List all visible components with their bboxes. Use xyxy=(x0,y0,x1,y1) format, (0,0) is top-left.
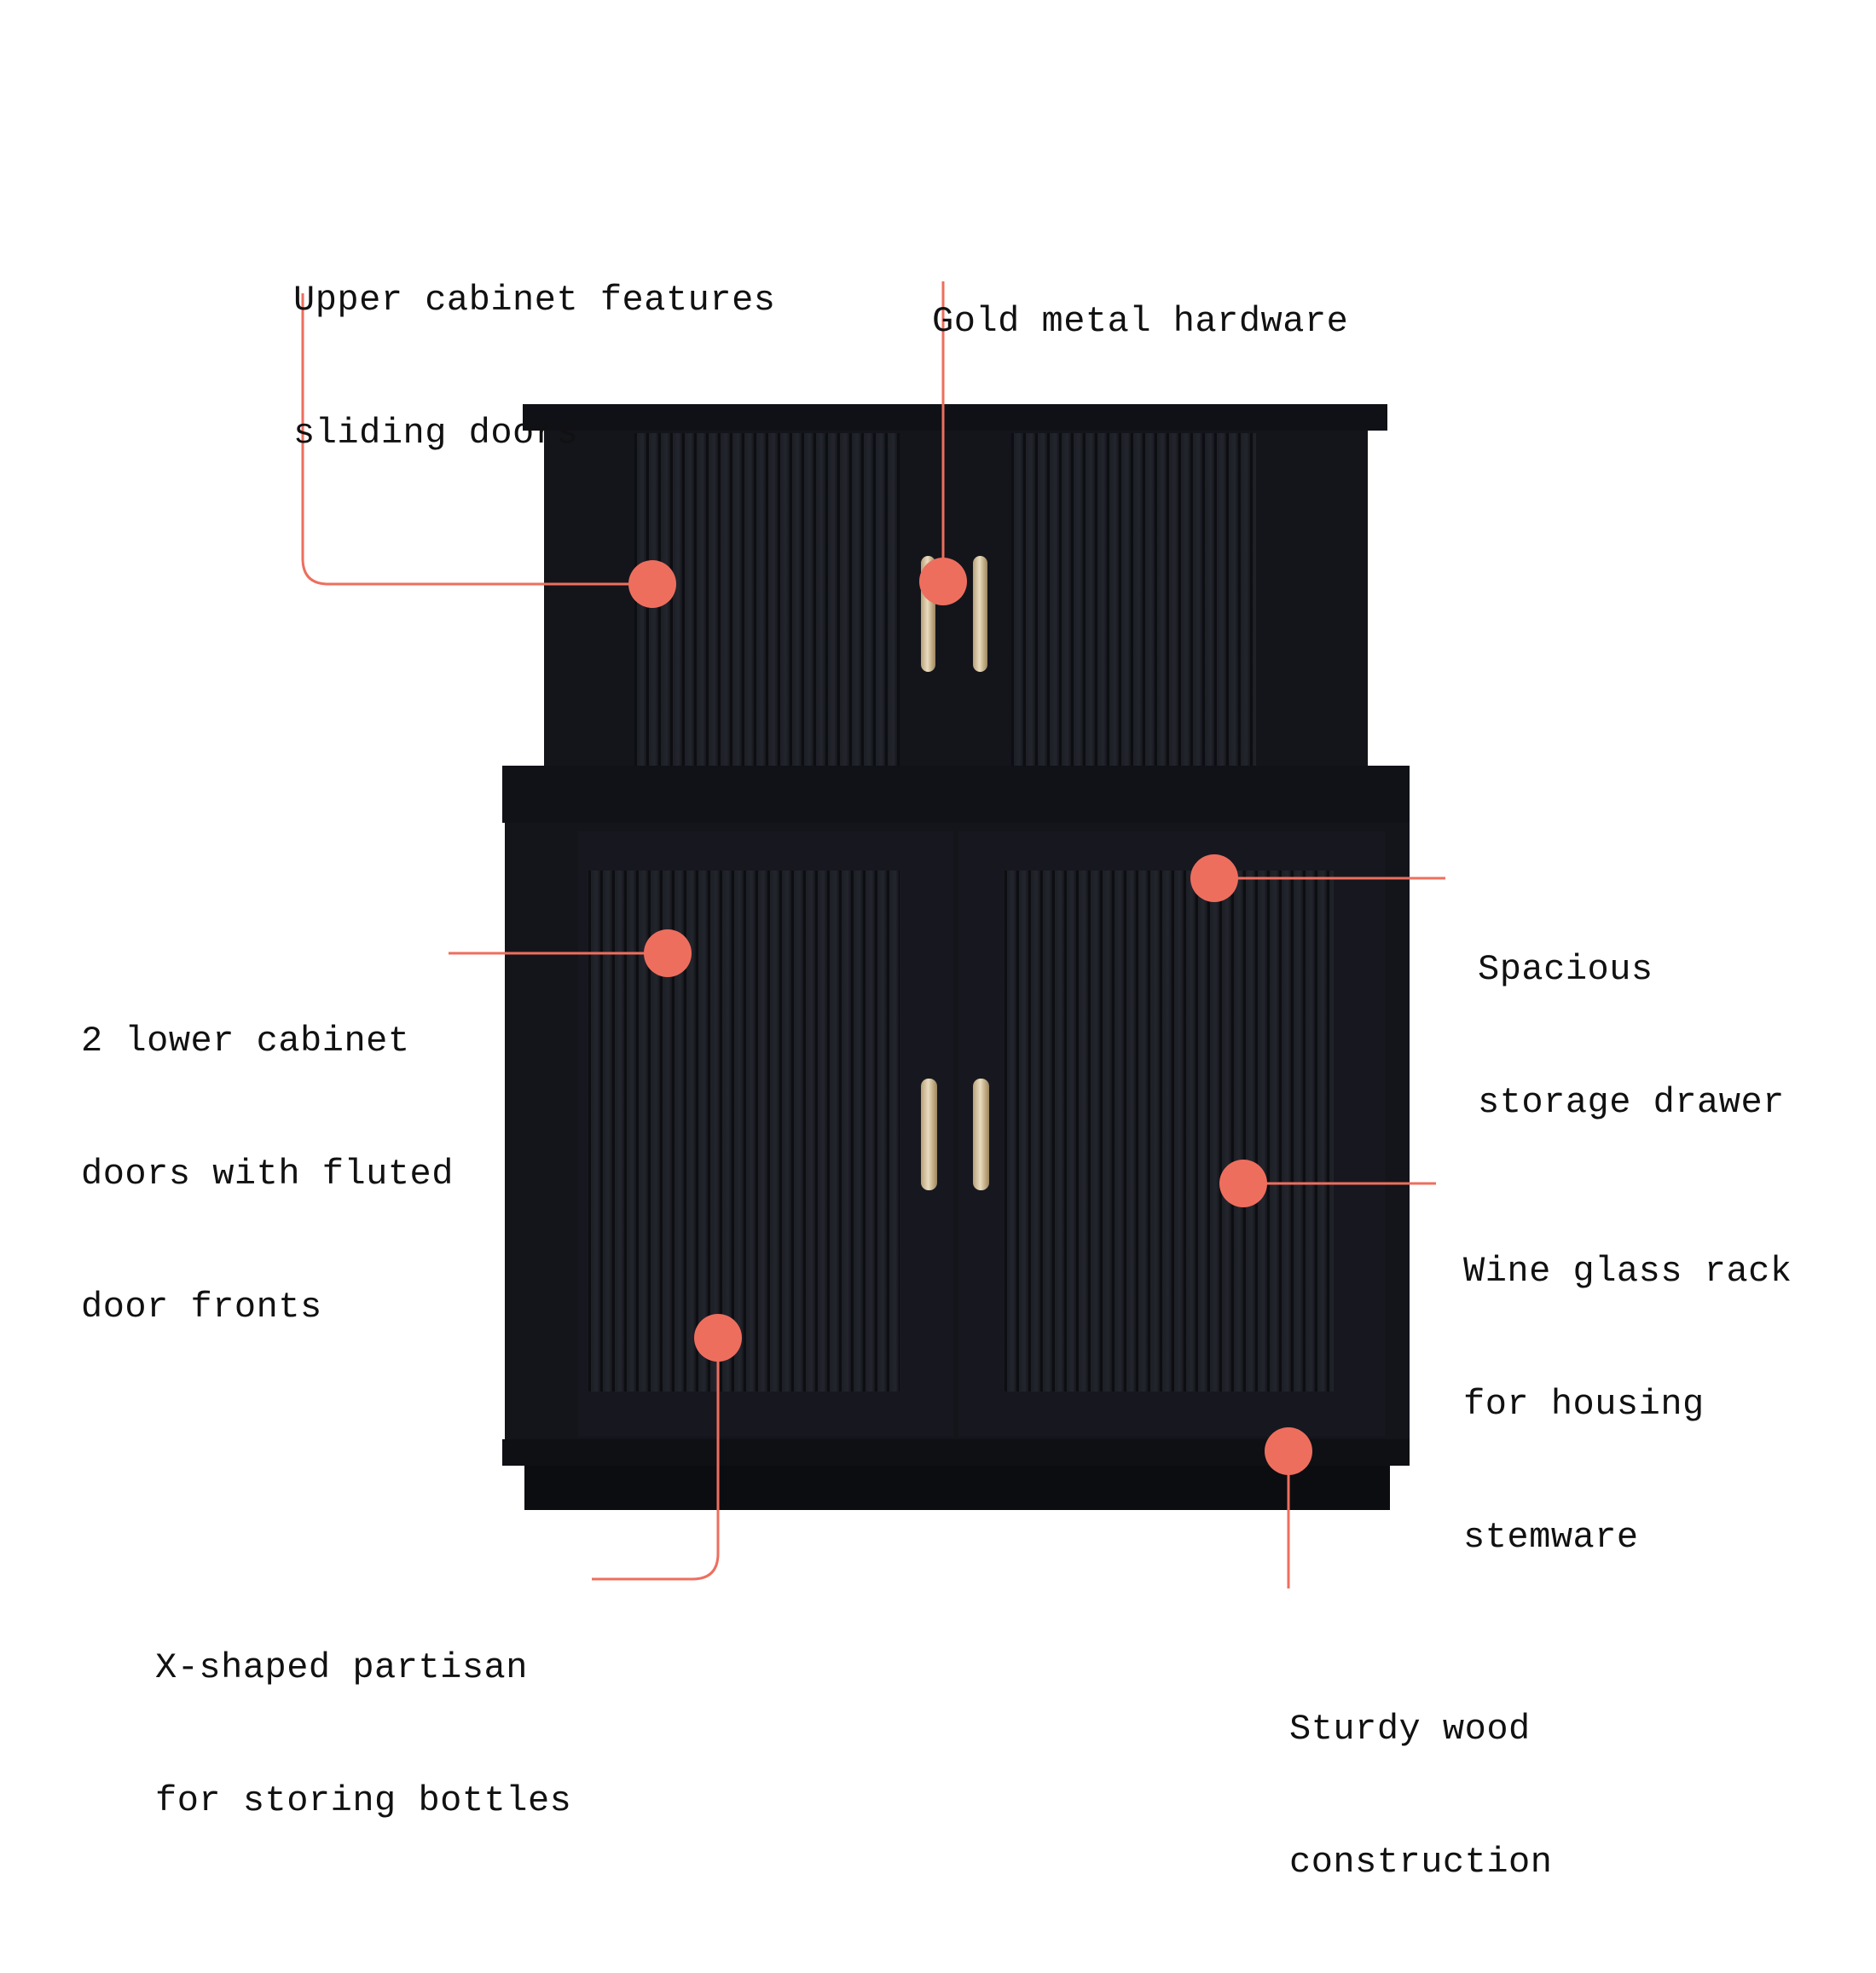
callout-dot-upper-doors xyxy=(628,560,676,608)
label-lower-doors: 2 lower cabinet doors with fluted door f… xyxy=(81,930,454,1418)
label-line: door fronts xyxy=(81,1287,322,1328)
label-line: construction xyxy=(1289,1842,1553,1883)
label-wood-construction: Sturdy wood construction xyxy=(1289,1618,1552,1973)
lower-fluted-panel-left xyxy=(588,871,900,1392)
label-line: Sturdy wood xyxy=(1289,1709,1531,1750)
label-bottle-partisan: X-shaped partisan for storing bottles xyxy=(155,1557,571,1912)
upper-sliding-door-left xyxy=(634,433,900,793)
label-line: doors with fluted xyxy=(81,1154,454,1195)
callout-line-upper-doors xyxy=(301,293,652,586)
lower-fluted-panel-right xyxy=(1005,871,1334,1392)
callout-dot-wine-rack xyxy=(1219,1160,1267,1207)
lower-handle-right xyxy=(973,1079,989,1190)
label-line: Spacious xyxy=(1478,949,1653,990)
label-gold-hardware: Gold metal hardware xyxy=(932,211,1348,432)
label-line: stemware xyxy=(1463,1517,1639,1558)
base-plinth xyxy=(502,1439,1410,1466)
product-infographic: Upper cabinet features sliding doors Gol… xyxy=(81,189,1792,1883)
label-line: for housing xyxy=(1463,1384,1705,1425)
label-line: Upper cabinet features xyxy=(293,280,776,321)
base xyxy=(524,1466,1390,1510)
upper-handle-right xyxy=(973,556,987,672)
label-wine-glass-rack: Wine glass rack for housing stemware xyxy=(1463,1160,1792,1648)
callout-dot-construction xyxy=(1265,1427,1312,1475)
label-line: sliding doors xyxy=(293,413,579,454)
callout-dot-hardware xyxy=(919,558,967,605)
upper-top-slab xyxy=(523,404,1387,431)
lower-top-slab xyxy=(502,766,1410,823)
lower-handle-left xyxy=(921,1079,937,1190)
callout-lines xyxy=(301,281,1445,1588)
label-line: Wine glass rack xyxy=(1463,1251,1792,1292)
callout-dot-partisan xyxy=(694,1314,742,1362)
label-line: storage drawer xyxy=(1478,1082,1785,1123)
label-line: X-shaped partisan xyxy=(155,1647,528,1688)
label-line: for storing bottles xyxy=(155,1780,572,1821)
callout-line-partisan xyxy=(592,1338,720,1581)
label-line: 2 lower cabinet xyxy=(81,1021,410,1062)
label-line: Gold metal hardware xyxy=(932,301,1349,342)
label-upper-sliding-doors: Upper cabinet features sliding doors xyxy=(293,189,776,544)
upper-sliding-door-right xyxy=(1011,433,1256,793)
callout-dot-drawer xyxy=(1190,854,1238,902)
label-storage-drawer: Spacious storage drawer xyxy=(1478,859,1785,1213)
callout-dot-lower-doors xyxy=(644,929,692,977)
